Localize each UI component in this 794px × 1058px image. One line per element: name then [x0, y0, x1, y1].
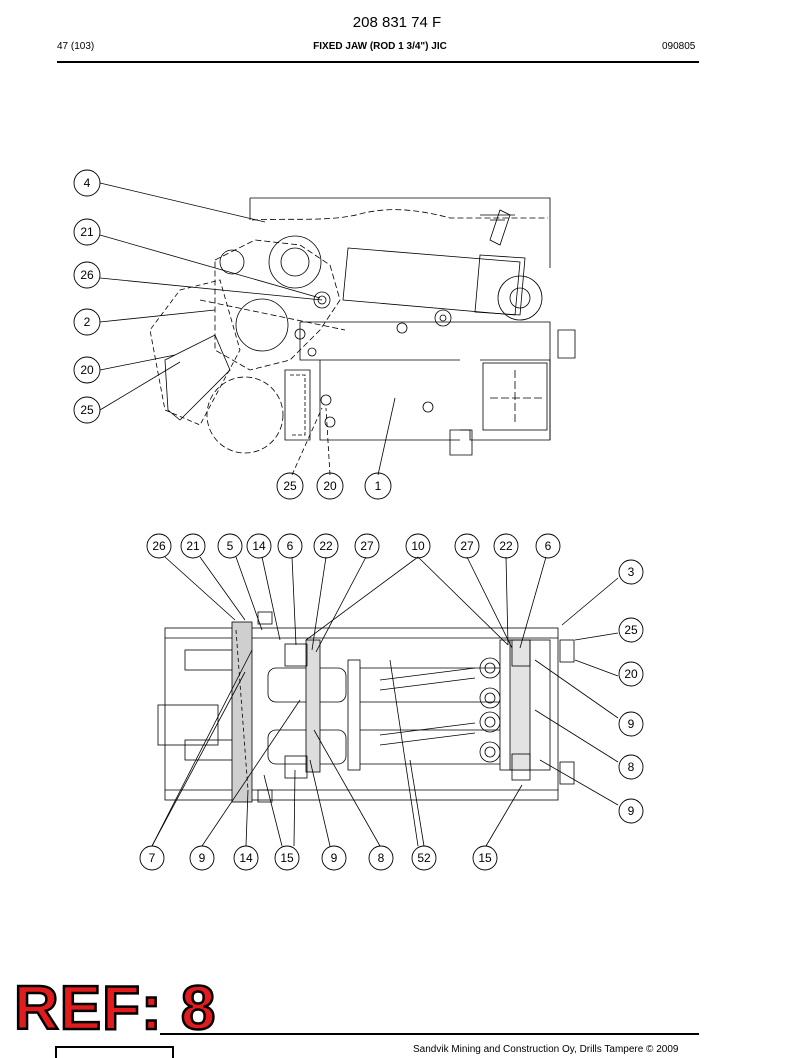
- label-21: 21: [80, 225, 94, 239]
- top-view-leaders: [151, 556, 619, 847]
- label-14-bottom: 14: [239, 851, 253, 865]
- callout-1: [364, 472, 392, 500]
- label-26: 26: [152, 539, 166, 553]
- callout-25: [73, 396, 101, 424]
- label-22-b: 22: [499, 539, 513, 553]
- label-21: 21: [186, 539, 200, 553]
- label-22: 22: [319, 539, 333, 553]
- header-rule: [57, 61, 699, 63]
- side-view-callouts: [73, 169, 392, 500]
- ref-stamp: REF: 8: [13, 974, 217, 1043]
- callout-25-bottom: [276, 472, 304, 500]
- label-8-right: 8: [628, 760, 635, 774]
- label-25: 25: [80, 403, 94, 417]
- callout-4: [73, 169, 101, 197]
- label-15-bottom: 15: [280, 851, 294, 865]
- label-25: 25: [624, 623, 638, 637]
- top-view-drawing: 26 21 5 14 6 22 27 10 27 22 6 3 25 20 9 …: [139, 533, 644, 871]
- top-view-body: [157, 611, 575, 803]
- callout-20-bottom: [316, 472, 344, 500]
- label-9-right-b: 9: [628, 804, 635, 818]
- label-15-bottom-b: 15: [478, 851, 492, 865]
- label-2: 2: [84, 315, 91, 329]
- label-8-bottom: 8: [378, 851, 385, 865]
- label-6: 6: [287, 539, 294, 553]
- label-20: 20: [80, 363, 94, 377]
- label-3: 3: [628, 565, 635, 579]
- label-6-b: 6: [545, 539, 552, 553]
- callout-26: [73, 261, 101, 289]
- callout-21: [73, 218, 101, 246]
- callout-2: [73, 308, 101, 336]
- side-view-drawing: 4 21 26 2 20 25 25 20 1: [73, 169, 576, 500]
- label-7: 7: [149, 851, 156, 865]
- side-view-frame: [249, 197, 576, 456]
- label-10: 10: [411, 539, 425, 553]
- company-logo: [55, 1046, 174, 1058]
- label-9-right: 9: [628, 717, 635, 731]
- label-5: 5: [227, 539, 234, 553]
- side-view-cylinder: [342, 209, 543, 321]
- label-20-bottom: 20: [323, 479, 337, 493]
- footer-rule: [160, 1033, 699, 1035]
- label-4: 4: [84, 176, 91, 190]
- label-27-b: 27: [460, 539, 474, 553]
- label-25-bottom: 25: [283, 479, 297, 493]
- label-26: 26: [80, 268, 94, 282]
- side-view-jaw: [149, 235, 452, 454]
- label-1: 1: [375, 479, 382, 493]
- label-14: 14: [252, 539, 266, 553]
- document-number: 208 831 74 F: [352, 14, 442, 31]
- side-view-leaders: [99, 182, 396, 476]
- label-27: 27: [360, 539, 374, 553]
- label-9-bottom-b: 9: [331, 851, 338, 865]
- label-52: 52: [417, 851, 431, 865]
- page-title: FIXED JAW (ROD 1 3/4") JIC: [313, 41, 447, 52]
- label-9-bottom: 9: [199, 851, 206, 865]
- footer-copyright: Sandvik Mining and Construction Oy, Dril…: [413, 1044, 679, 1055]
- callout-20: [73, 356, 101, 384]
- label-20: 20: [624, 667, 638, 681]
- top-view-callouts: [139, 533, 644, 871]
- page-number: 47 (103): [57, 41, 95, 52]
- date-code: 090805: [662, 41, 696, 52]
